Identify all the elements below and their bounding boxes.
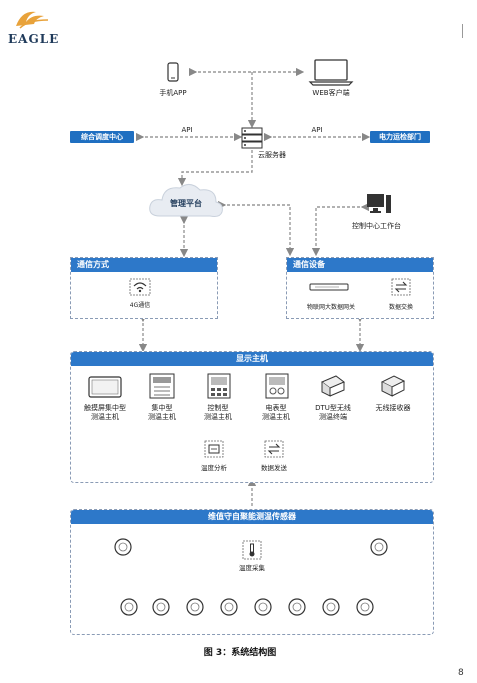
4g-label: 4G通信: [129, 302, 151, 309]
gateway-icon: [309, 283, 349, 291]
web-client-label: WEB客户端: [312, 89, 350, 97]
sensor-coil-icon: [254, 598, 272, 616]
device-label-control: 控制型 测温主机: [204, 404, 232, 421]
device-label-meter: 电表型 测温主机: [262, 404, 290, 421]
corner-mark: [462, 24, 463, 38]
data-exchange-icon: [391, 278, 411, 296]
power-maintenance-pill: 电力运检部门: [370, 131, 430, 143]
device-label-receiver: 无线接收器: [375, 404, 411, 412]
sensor-coil-icon: [186, 598, 204, 616]
temperature-analysis-icon: [204, 440, 224, 458]
sensor-coil-icon: [120, 598, 138, 616]
laptop-icon: [308, 59, 354, 86]
sensor-coil-icon: [370, 538, 388, 556]
logo-text: EAGLE: [8, 32, 60, 46]
api-left-label: API: [181, 126, 193, 134]
wifi-icon: [129, 278, 151, 296]
data-exchange-label: 数据交换: [388, 304, 413, 311]
sensor-coil-icon: [322, 598, 340, 616]
cloud-server-label: 云服务器: [258, 151, 286, 159]
phone-app-label: 手机APP: [159, 89, 187, 97]
eagle-logo-icon: [16, 11, 49, 29]
device-label-central: 集中型 测温主机: [148, 404, 176, 421]
temperature-analysis-label: 温度分析: [201, 464, 227, 472]
figure-caption: 图 3：系统结构图: [203, 648, 277, 658]
server-icon: [241, 127, 263, 149]
control-host-icon: [207, 373, 231, 399]
comm-device-title: 通信设备: [287, 258, 433, 272]
sensor-coil-icon: [114, 538, 132, 556]
mgmt-platform-label: 管理平台: [170, 199, 202, 208]
device-label-dtu: DTU型无线 测温终端: [315, 404, 351, 421]
page-number: 8: [458, 668, 464, 678]
comm-device-panel: 通信设备 物联网大数据网关 数据交换: [286, 257, 434, 319]
meter-host-icon: [265, 373, 289, 399]
data-send-icon: [264, 440, 284, 458]
cloud-icon: [149, 184, 223, 217]
central-host-icon: [149, 373, 175, 399]
sensor-coil-icon: [220, 598, 238, 616]
workstation-icon: [367, 194, 391, 213]
sensor-coil-icon: [152, 598, 170, 616]
sensor-coil-icon: [288, 598, 306, 616]
temperature-collect-label: 温度采集: [239, 564, 265, 572]
comm-mode-panel: 通信方式 4G通信: [70, 257, 218, 319]
gateway-label: 物联网大数据网关: [306, 304, 355, 311]
dispatch-center-pill: 综合调度中心: [70, 131, 134, 143]
wireless-receiver-icon: [380, 375, 406, 397]
phone-icon: [167, 62, 179, 82]
display-host-panel: 显示主机: [70, 351, 434, 483]
api-right-label: API: [311, 126, 323, 134]
device-label-touchscreen: 触摸屏集中型 测温主机: [84, 404, 126, 421]
display-host-title: 显示主机: [71, 352, 433, 366]
sensor-panel: 维值守自聚能测温传感器: [70, 509, 434, 635]
dtu-terminal-icon: [321, 375, 345, 397]
comm-mode-title: 通信方式: [71, 258, 217, 272]
thermometer-icon: [242, 540, 262, 560]
sensor-title: 维值守自聚能测温传感器: [71, 510, 433, 524]
touchscreen-host-icon: [88, 376, 122, 398]
data-send-label: 数据发送: [261, 464, 287, 472]
control-workstation-label: 控制中心工作台: [352, 222, 401, 230]
sensor-coil-icon: [356, 598, 374, 616]
